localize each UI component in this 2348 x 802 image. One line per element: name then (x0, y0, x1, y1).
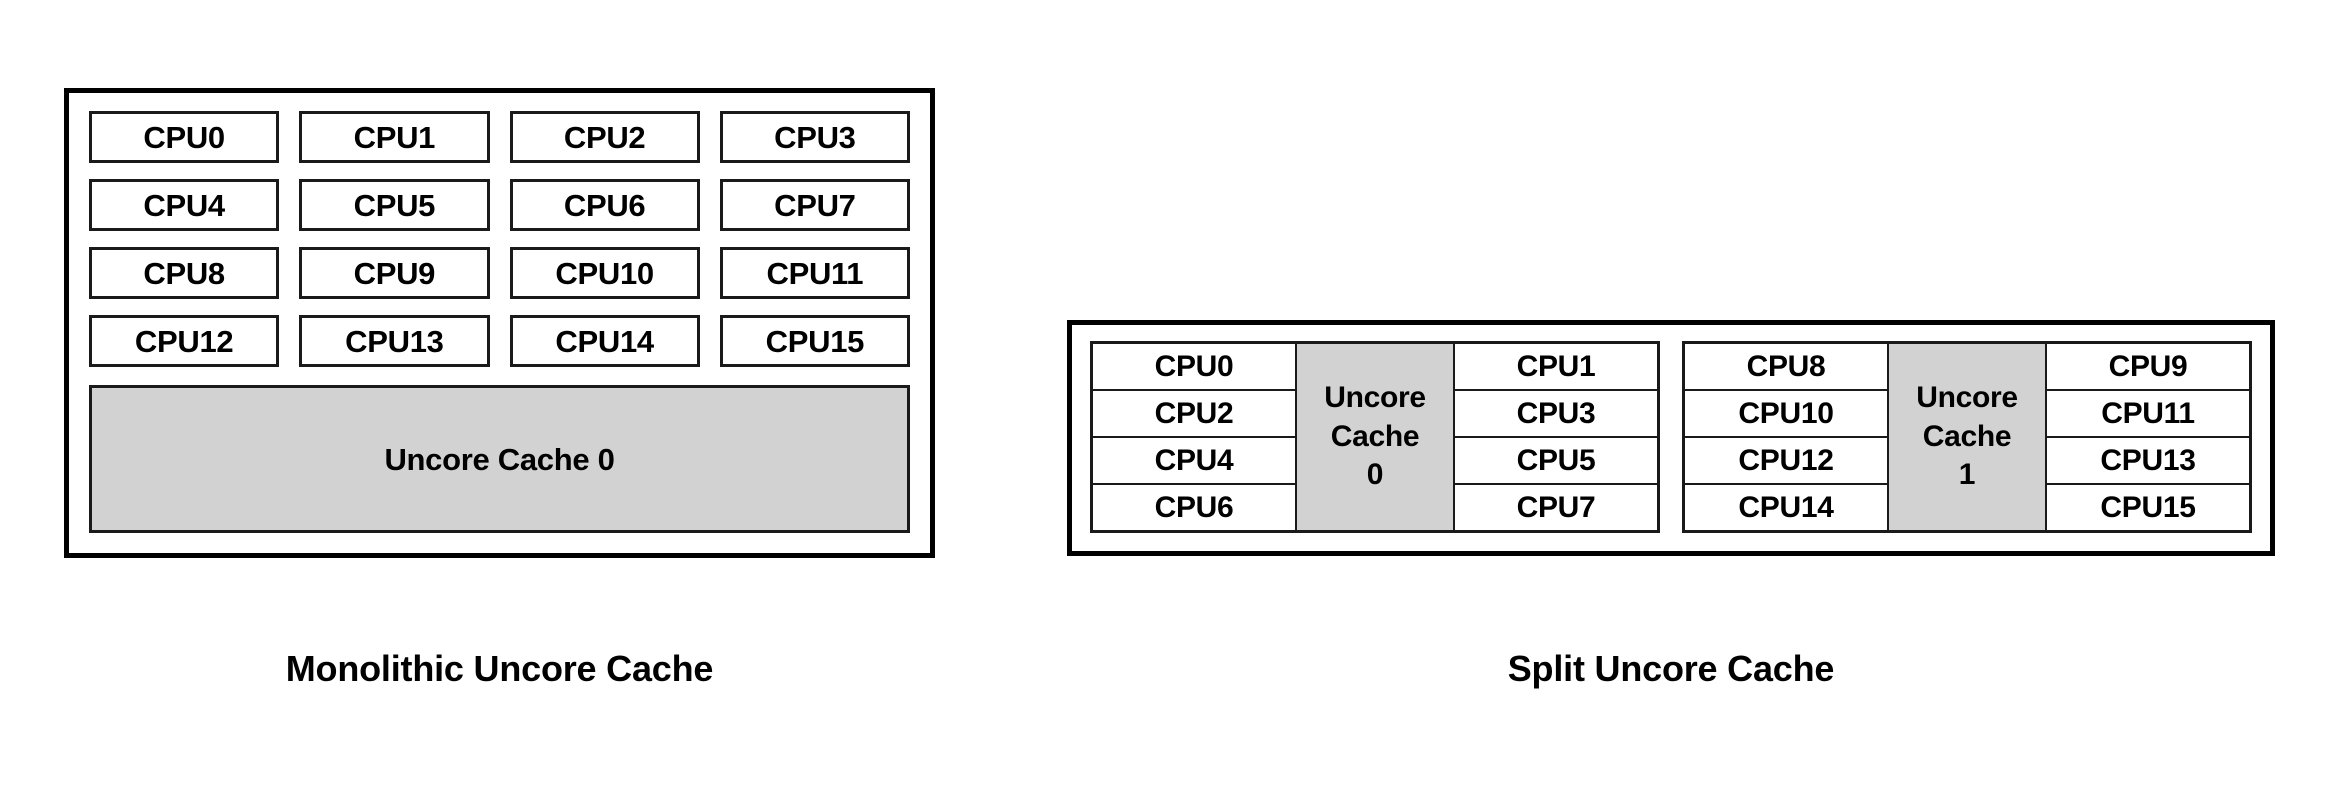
cpu-box: CPU9 (2047, 344, 2249, 391)
cpu-box: CPU12 (89, 315, 280, 367)
cpu-box: CPU12 (1685, 438, 1887, 485)
cpu-box: CPU9 (299, 247, 490, 299)
uncore-cache-box: Uncore Cache 1 (1887, 344, 2047, 530)
cpu-box: CPU8 (89, 247, 280, 299)
cpu-column-left: CPU8 CPU10 CPU12 CPU14 (1685, 344, 1887, 530)
cpu-box: CPU14 (509, 315, 700, 367)
cpu-column-left: CPU0 CPU2 CPU4 CPU6 (1093, 344, 1295, 530)
monolithic-uncore-cache-figure: CPU0 CPU1 CPU2 CPU3 CPU4 CPU5 CPU6 CPU7 … (64, 88, 935, 558)
cpu-box: CPU1 (299, 111, 490, 163)
uncore-cache-box: Uncore Cache 0 (1295, 344, 1455, 530)
split-cache-group: CPU8 CPU10 CPU12 CPU14 Uncore Cache 1 CP… (1682, 341, 2252, 533)
cpu-box: CPU5 (299, 179, 490, 231)
split-package-outline: CPU0 CPU2 CPU4 CPU6 Uncore Cache 0 CPU1 … (1067, 320, 2275, 556)
cpu-box: CPU10 (509, 247, 700, 299)
uncore-cache-label-line: Uncore (1916, 381, 2018, 415)
uncore-cache-label-line: Cache (1922, 419, 2012, 453)
split-group-container: CPU0 CPU2 CPU4 CPU6 Uncore Cache 0 CPU1 … (1090, 341, 2252, 533)
cpu-box: CPU15 (2047, 485, 2249, 530)
cpu-box: CPU3 (1455, 391, 1657, 438)
cpu-box: CPU11 (2047, 391, 2249, 438)
cpu-box: CPU11 (719, 247, 910, 299)
cpu-box: CPU0 (1093, 344, 1295, 391)
cpu-box: CPU1 (1455, 344, 1657, 391)
cpu-column-right: CPU9 CPU11 CPU13 CPU15 (2047, 344, 2249, 530)
uncore-cache-label-line: Cache (1330, 419, 1420, 453)
cpu-box: CPU13 (299, 315, 490, 367)
cpu-box: CPU10 (1685, 391, 1887, 438)
cpu-box: CPU7 (719, 179, 910, 231)
cpu-box: CPU8 (1685, 344, 1887, 391)
monolithic-package-outline: CPU0 CPU1 CPU2 CPU3 CPU4 CPU5 CPU6 CPU7 … (64, 88, 935, 558)
cpu-box: CPU6 (509, 179, 700, 231)
uncore-cache-box: Uncore Cache 0 (89, 385, 910, 533)
cpu-box: CPU2 (509, 111, 700, 163)
uncore-cache-label-line: Uncore (1324, 381, 1426, 415)
split-caption: Split Uncore Cache (1507, 648, 1835, 689)
cpu-box: CPU6 (1093, 485, 1295, 530)
monolithic-cpu-grid: CPU0 CPU1 CPU2 CPU3 CPU4 CPU5 CPU6 CPU7 … (89, 111, 910, 367)
cpu-box: CPU4 (89, 179, 280, 231)
cpu-box: CPU4 (1093, 438, 1295, 485)
split-uncore-cache-figure: CPU0 CPU2 CPU4 CPU6 Uncore Cache 0 CPU1 … (1067, 320, 2275, 556)
cpu-column-right: CPU1 CPU3 CPU5 CPU7 (1455, 344, 1657, 530)
cpu-box: CPU5 (1455, 438, 1657, 485)
cpu-box: CPU7 (1455, 485, 1657, 530)
split-cache-group: CPU0 CPU2 CPU4 CPU6 Uncore Cache 0 CPU1 … (1090, 341, 1660, 533)
cpu-box: CPU13 (2047, 438, 2249, 485)
uncore-cache-label-line: 0 (1366, 458, 1384, 492)
cpu-box: CPU0 (89, 111, 280, 163)
cpu-box: CPU3 (719, 111, 910, 163)
cpu-box: CPU15 (719, 315, 910, 367)
uncore-cache-label-line: 1 (1958, 458, 1976, 492)
monolithic-caption: Monolithic Uncore Cache (285, 648, 714, 689)
cpu-box: CPU14 (1685, 485, 1887, 530)
cpu-box: CPU2 (1093, 391, 1295, 438)
